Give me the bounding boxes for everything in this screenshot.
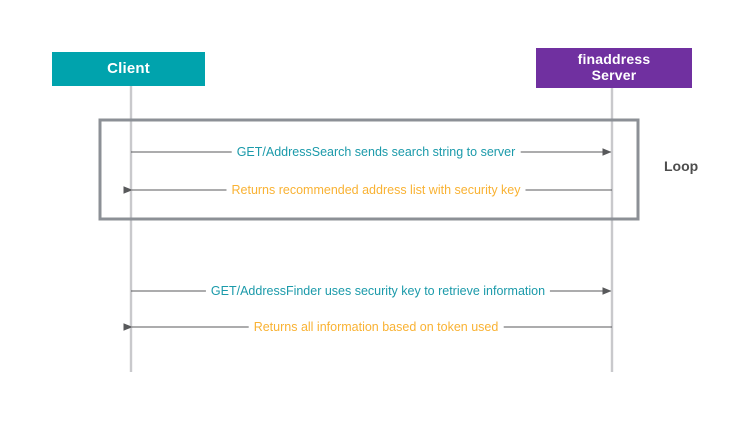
actor-finaddress-server[interactable]: finaddress Server: [536, 48, 692, 88]
message-label-3: GET/AddressFinder uses security key to r…: [205, 284, 551, 298]
actor-client-label: Client: [107, 59, 150, 77]
loop-fragment-box: [98, 118, 640, 221]
actor-finaddress-server-label: finaddress Server: [577, 51, 651, 83]
actor-client[interactable]: Client: [52, 52, 205, 86]
loop-fragment-label: Loop: [664, 158, 699, 174]
message-label-1: GET/AddressSearch sends search string to…: [231, 145, 521, 159]
message-label-4: Returns all information based on token u…: [248, 320, 504, 334]
message-label-2: Returns recommended address list with se…: [226, 183, 526, 197]
